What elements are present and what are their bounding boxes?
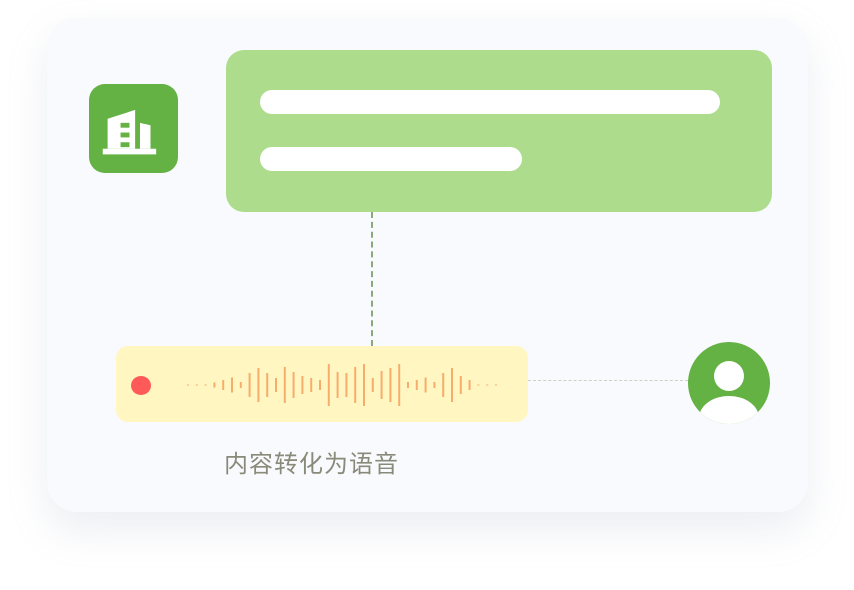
text-placeholder-line (260, 90, 720, 114)
connector-line (528, 380, 688, 381)
record-dot-icon (131, 376, 151, 395)
user-avatar-icon (688, 342, 770, 424)
text-placeholder-line (260, 147, 522, 171)
voice-message[interactable] (116, 346, 528, 422)
connector-line (371, 212, 373, 346)
caption: 内容转化为语音 (224, 450, 399, 478)
building-icon (89, 84, 178, 173)
message-bubble (226, 50, 772, 212)
waveform (187, 364, 497, 406)
